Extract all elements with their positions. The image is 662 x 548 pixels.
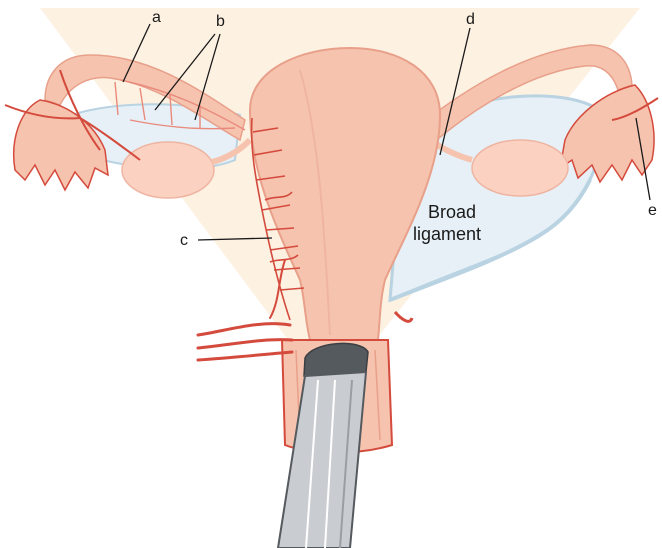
label-a: a [152,9,161,26]
label-e: e [648,202,657,219]
left-ovary [122,142,214,198]
label-broad-ligament-line2: ligament [413,224,481,244]
right-ovary [472,140,568,196]
label-broad-ligament-line1: Broad [428,202,476,222]
label-d: d [466,11,475,28]
label-b: b [216,13,225,30]
label-c: c [180,232,188,249]
cervical-vessel-right [395,312,412,321]
